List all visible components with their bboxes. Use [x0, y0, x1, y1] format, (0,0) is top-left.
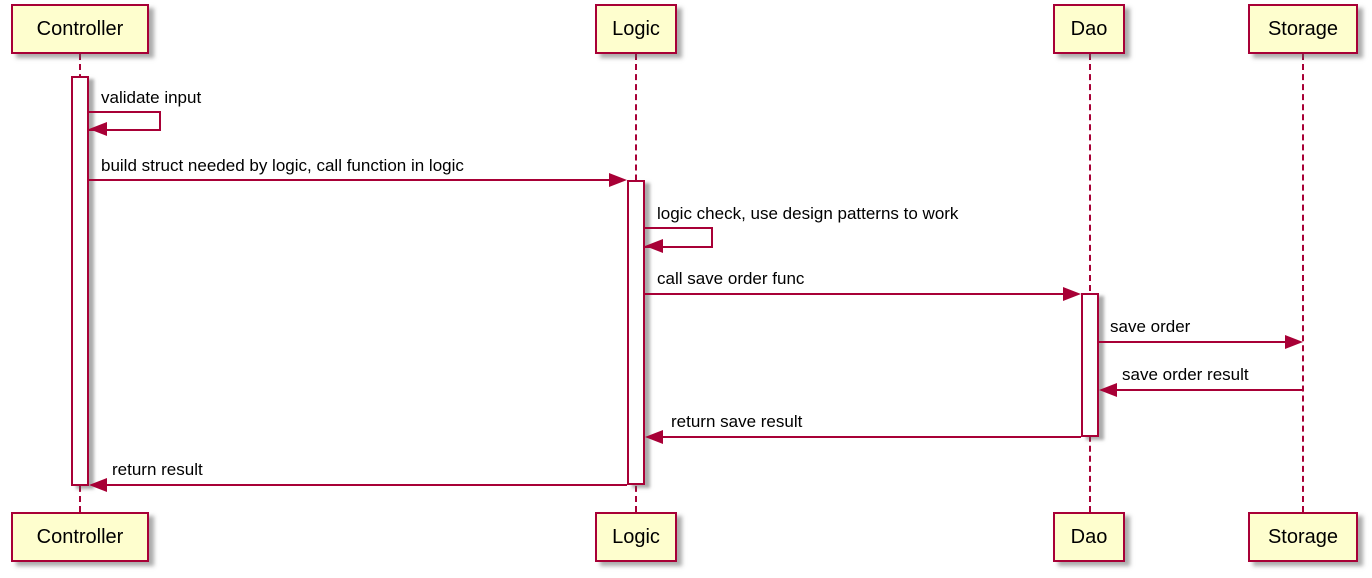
participant-box-logic-bottom: Logic	[595, 512, 677, 562]
message-line-save-order-result	[1117, 389, 1303, 391]
participant-label: Controller	[36, 17, 124, 40]
participant-box-storage-top: Storage	[1248, 4, 1358, 54]
participant-label: Storage	[1267, 525, 1339, 548]
participant-box-controller-top: Controller	[11, 4, 149, 54]
lifeline-dao	[1089, 54, 1091, 512]
message-label-return-result: return result	[112, 460, 203, 479]
participant-box-logic-top: Logic	[595, 4, 677, 54]
message-label-validate-input: validate input	[101, 88, 202, 107]
message-label-save-order: save order	[1110, 317, 1191, 336]
message-label-return-save-result: return save result	[671, 412, 803, 431]
participant-box-dao-bottom: Dao	[1053, 512, 1125, 562]
participant-label: Controller	[36, 525, 124, 548]
message-line-return-save-result	[663, 436, 1081, 438]
arrowhead-left-icon	[645, 239, 663, 253]
self-message-loop-logic	[645, 227, 713, 248]
message-label-logic-check: logic check, use design patterns to work	[657, 204, 959, 223]
arrowhead-left-icon	[645, 430, 663, 444]
self-message-loop-controller	[89, 111, 161, 131]
activation-bar-logic	[627, 180, 645, 485]
participant-label: Logic	[612, 525, 660, 548]
arrowhead-left-icon	[89, 122, 107, 136]
participant-box-storage-bottom: Storage	[1248, 512, 1358, 562]
participant-box-controller-bottom: Controller	[11, 512, 149, 562]
message-line-call-save-order-func	[645, 293, 1063, 295]
arrowhead-left-icon	[1099, 383, 1117, 397]
participant-label: Logic	[612, 17, 660, 40]
message-line-return-result	[107, 484, 627, 486]
activation-bar-controller	[71, 76, 89, 486]
message-label-call-save-order-func: call save order func	[657, 269, 805, 288]
participant-label: Dao	[1070, 17, 1108, 40]
arrowhead-right-icon	[1063, 287, 1081, 301]
activation-bar-dao	[1081, 293, 1099, 437]
message-line-save-order	[1099, 341, 1285, 343]
participant-label: Dao	[1070, 525, 1108, 548]
message-line-build-struct	[89, 179, 611, 181]
arrowhead-right-icon	[609, 173, 627, 187]
participant-box-dao-top: Dao	[1053, 4, 1125, 54]
message-label-build-struct: build struct needed by logic, call funct…	[101, 156, 464, 175]
arrowhead-right-icon	[1285, 335, 1303, 349]
arrowhead-left-icon	[89, 478, 107, 492]
lifeline-storage	[1302, 54, 1304, 512]
message-label-save-order-result: save order result	[1122, 365, 1249, 384]
participant-label: Storage	[1267, 17, 1339, 40]
